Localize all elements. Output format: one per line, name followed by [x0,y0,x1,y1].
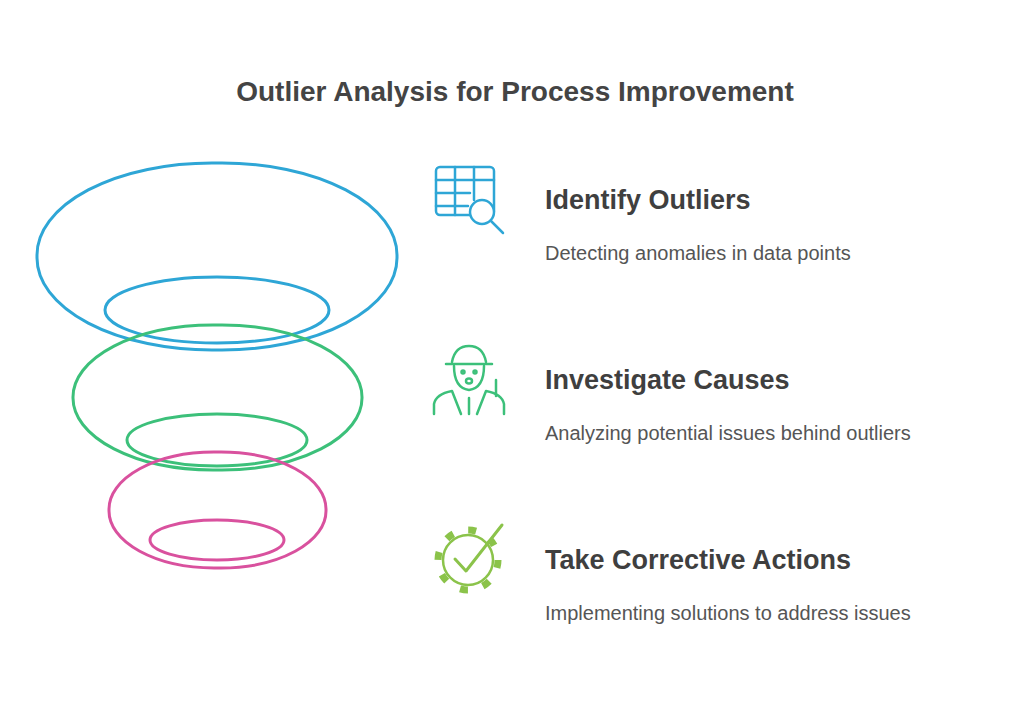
ring-outer [109,452,326,568]
ring-inner [105,277,329,343]
ring-outer [73,325,362,470]
step-heading: Identify Outliers [545,183,1005,217]
ring-inner [150,520,284,560]
table-search-icon [436,167,503,233]
gear-check-icon [438,525,502,590]
step-description: Implementing solutions to address issues [545,601,1005,625]
icon-part [434,391,461,414]
ring-inner [127,414,307,466]
diagram-title: Outlier Analysis for Process Improvement [0,72,1012,112]
ring-outer [37,163,397,350]
icon-part [454,366,484,390]
funnel [37,163,397,568]
step-item: Investigate CausesAnalyzing potential is… [545,363,1005,445]
icon-part [495,380,498,396]
icon-part [454,167,457,215]
step-item: Identify OutliersDetecting anomalies in … [545,183,1005,265]
icon-part [491,221,503,233]
icon-part [443,535,493,585]
icon-part [436,192,470,195]
step-description: Detecting anomalies in data points [545,241,1005,265]
icon-part [455,525,502,571]
step-item: Take Corrective ActionsImplementing solu… [545,543,1005,625]
icon-part [438,530,498,590]
icon-part [473,167,476,200]
icon-part [436,205,468,208]
icon-part [466,379,472,384]
worker-icon [434,346,504,414]
step-description: Analyzing potential issues behind outlie… [545,421,1005,445]
icon-part [462,371,465,374]
icon-part [436,179,494,182]
icon-part [452,346,486,362]
step-heading: Investigate Causes [545,363,1005,397]
icon-part [446,363,492,366]
step-heading: Take Corrective Actions [545,543,1005,577]
icon-part [477,391,504,414]
icon-part [474,371,477,374]
icon-part [468,398,471,414]
